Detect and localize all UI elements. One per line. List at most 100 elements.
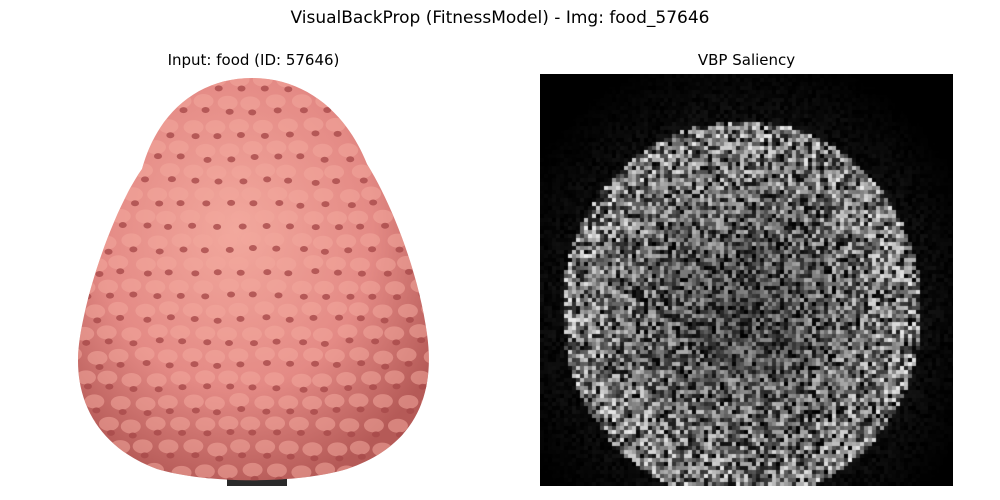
scale-highlight [98, 189, 119, 204]
scale-pit [104, 248, 113, 255]
scale-pit [118, 408, 127, 415]
scale-pit [201, 107, 210, 114]
scale-highlight [229, 393, 250, 408]
scale-highlight [252, 78, 273, 87]
scale-pit [395, 431, 404, 438]
scale-pit [416, 245, 425, 252]
scale-highlight [87, 350, 108, 365]
scale-pit [404, 360, 413, 367]
scale-highlight [375, 117, 396, 132]
scale-pit [152, 475, 161, 481]
scale-pit [116, 361, 125, 368]
scale-highlight [315, 462, 336, 477]
scale-pit [116, 314, 125, 321]
scale-highlight [205, 349, 226, 364]
scale-highlight [110, 440, 131, 455]
scale-pit [320, 340, 329, 347]
scale-highlight [349, 347, 370, 362]
scale-pit [359, 130, 368, 137]
scale-highlight [85, 304, 106, 319]
scale-pit [70, 132, 78, 138]
scale-pit [383, 270, 392, 277]
scale-pit [248, 384, 257, 391]
scale-pit [275, 199, 284, 206]
scale-highlight [336, 372, 357, 387]
scale-pit [167, 176, 176, 183]
scale-highlight [182, 348, 203, 363]
scale-highlight [194, 187, 215, 202]
scale-pit [203, 383, 212, 390]
scale-highlight [385, 464, 406, 479]
scale-highlight [373, 209, 394, 224]
saliency-map-panel [540, 74, 953, 486]
scale-pit [248, 245, 257, 252]
scale-pit [406, 130, 415, 137]
scale-highlight [111, 119, 132, 134]
scale-highlight [436, 325, 456, 339]
scale-pit [104, 107, 113, 114]
scale-pit [226, 429, 235, 436]
scale-highlight [312, 235, 333, 250]
scale-highlight [291, 326, 312, 341]
scale-pit [440, 111, 448, 117]
scale-pit [119, 178, 128, 185]
scale-highlight [205, 304, 226, 319]
scale-pit [213, 223, 222, 230]
scale-highlight [205, 256, 226, 271]
scale-highlight [409, 189, 429, 204]
scale-highlight [324, 393, 345, 408]
scale-highlight [266, 279, 287, 294]
scale-highlight [312, 143, 333, 158]
scale-pit [299, 246, 308, 253]
scale-pit [368, 246, 377, 253]
scale-highlight [183, 120, 204, 135]
scale-pit [143, 316, 152, 323]
scale-pit [381, 222, 390, 229]
scale-pit [262, 314, 271, 321]
scale-highlight [132, 439, 153, 454]
scale-highlight [398, 78, 419, 86]
scale-highlight [409, 324, 429, 339]
scale-highlight [277, 303, 298, 318]
scale-pit [93, 179, 102, 186]
scale-pit [81, 154, 90, 161]
scale-pit [417, 202, 426, 209]
scale-highlight [159, 163, 180, 178]
scale-highlight [121, 327, 142, 342]
scale-pit [406, 84, 415, 91]
scale-highlight [252, 119, 273, 134]
scale-pit [344, 385, 353, 392]
scale-pit [299, 478, 308, 481]
scale-highlight [361, 142, 382, 157]
scale-pit [286, 453, 295, 460]
scale-pit [299, 386, 308, 393]
scale-highlight [303, 117, 324, 132]
scale-pit [191, 407, 200, 414]
scale-pit [393, 201, 402, 208]
scale-pit [272, 385, 281, 392]
scale-pit [83, 202, 92, 209]
input-food-image [70, 78, 456, 486]
scale-pit [238, 223, 247, 230]
scale-pit [356, 315, 365, 322]
scale-pit [188, 222, 197, 229]
scale-highlight [372, 78, 393, 87]
scale-pit [155, 337, 164, 344]
scale-highlight [96, 325, 117, 340]
scale-highlight [396, 212, 417, 227]
scale-highlight [77, 163, 83, 178]
scale-highlight [398, 394, 419, 409]
scale-highlight [217, 95, 238, 110]
scale-highlight [325, 256, 346, 271]
scale-highlight [168, 279, 189, 294]
scale-highlight [396, 347, 417, 362]
scale-pit [263, 269, 272, 276]
scale-pit [82, 247, 91, 254]
scale-pit [153, 429, 162, 436]
scale-pit [83, 293, 92, 300]
scale-pit [129, 340, 138, 347]
scale-pit [299, 339, 308, 346]
scale-pit [140, 84, 149, 91]
scale-highlight [218, 370, 239, 385]
scale-highlight [182, 303, 203, 318]
